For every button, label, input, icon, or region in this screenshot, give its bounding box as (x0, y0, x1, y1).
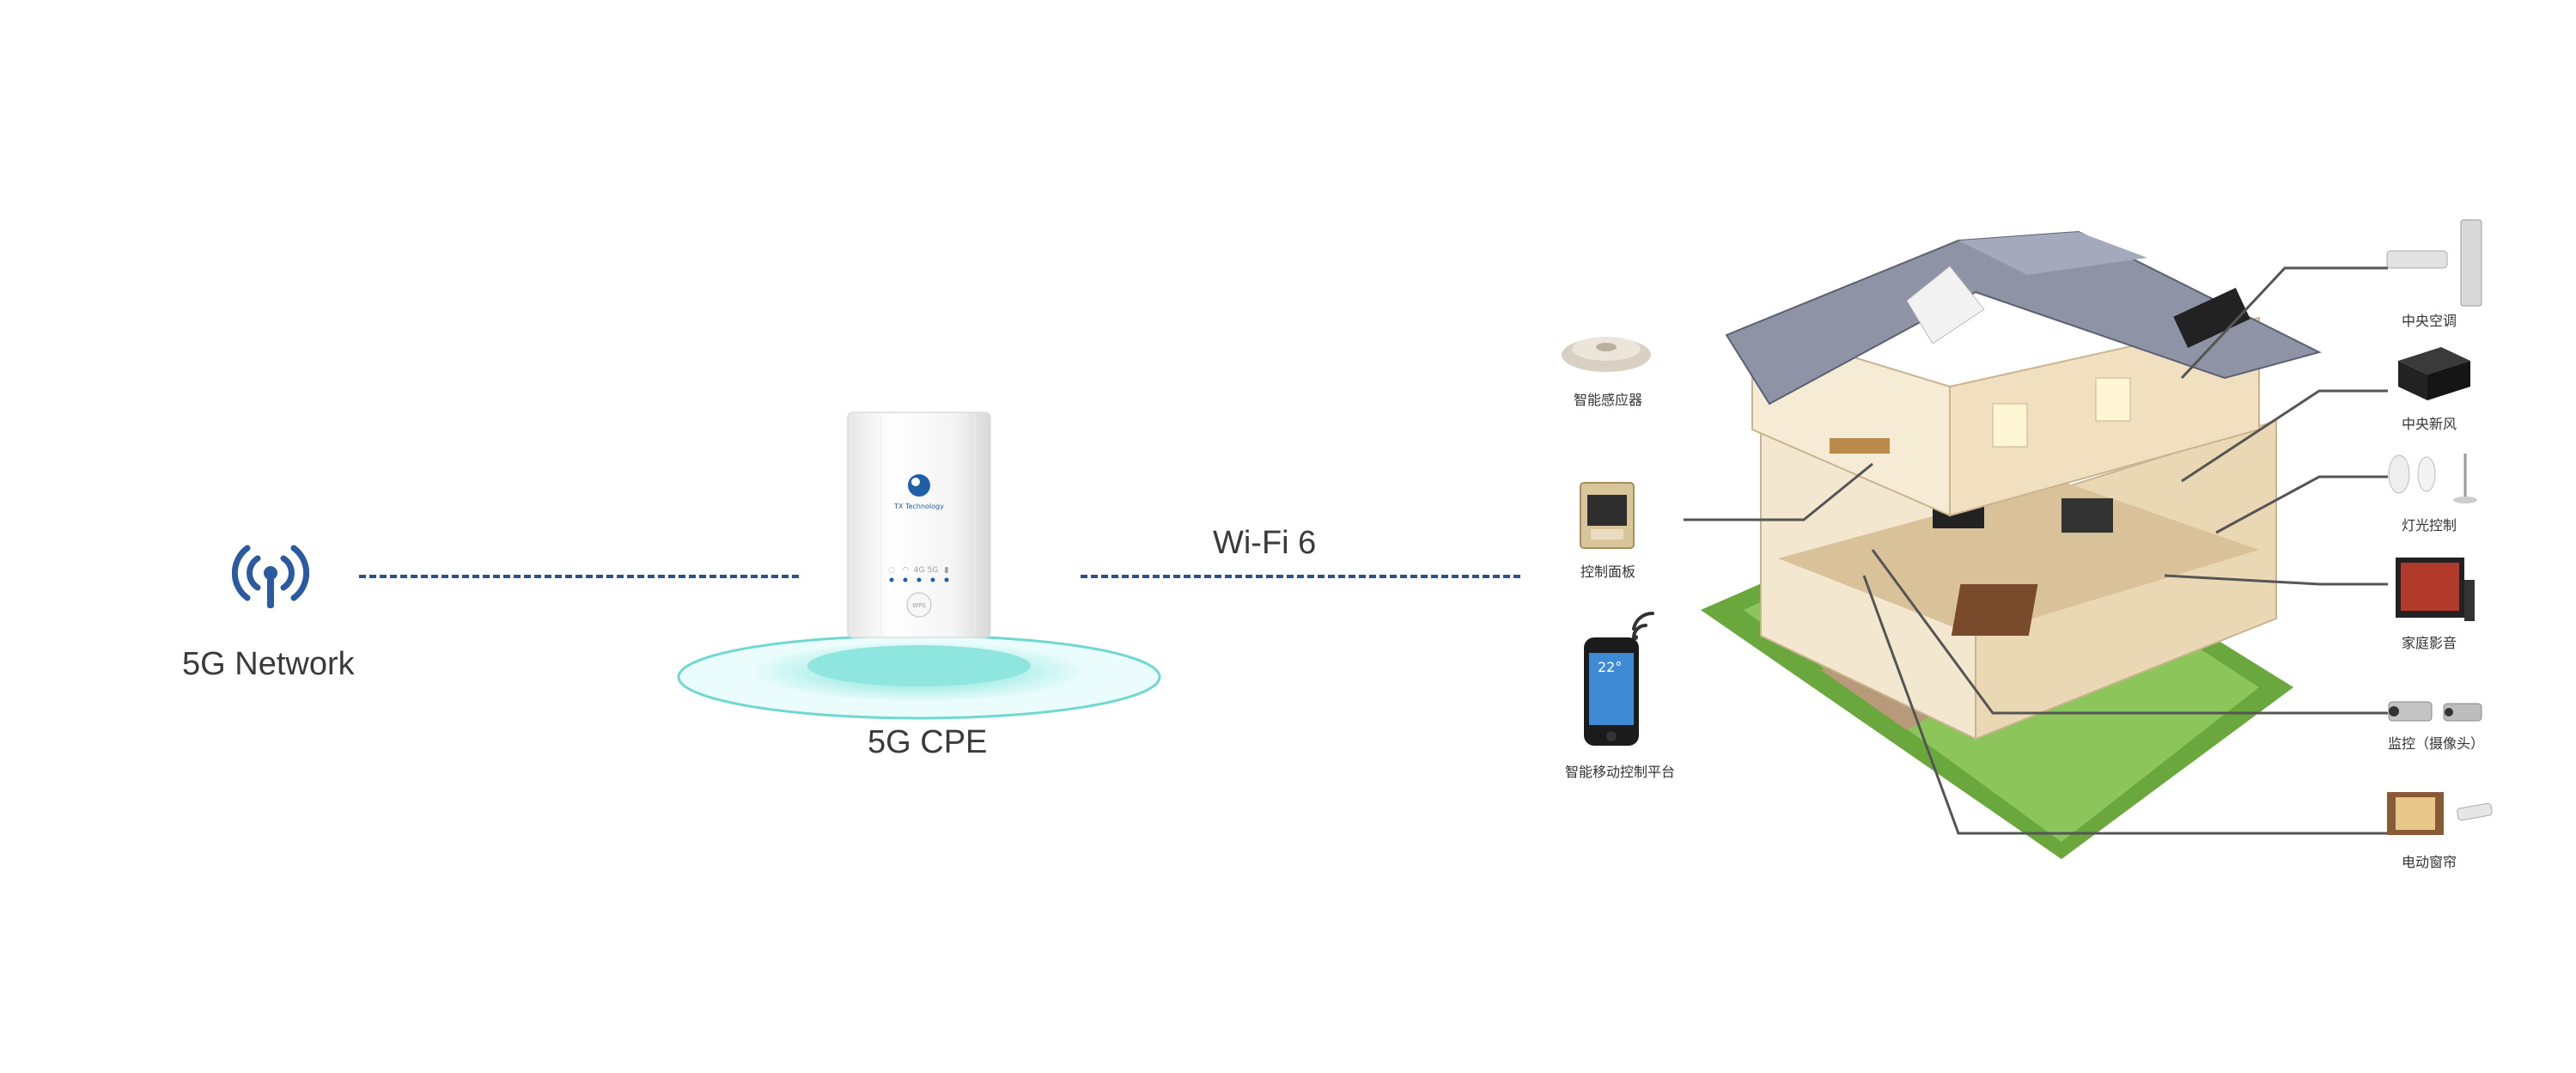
cpe-brand: TX Technology (893, 503, 944, 510)
svg-text:◠: ◠ (902, 566, 909, 575)
link-cpe-house (1081, 575, 1520, 578)
svg-text:4G: 4G (914, 566, 925, 575)
link-network-cpe (359, 575, 799, 578)
device-label-ac: 中央空调 (2402, 313, 2457, 329)
device-label-theater: 家庭影音 (2402, 635, 2457, 651)
lighting-icon (2388, 454, 2477, 503)
cpe-illustration: TX Technology ◌ ◠ 4G 5G ▮ WPS (677, 412, 1161, 720)
device-label-panel: 控制面板 (1580, 564, 1636, 580)
smart-home-illustration (1546, 206, 2491, 868)
device-label-mobile: 智能移动控制平台 (1565, 764, 1676, 780)
svg-text:▮: ▮ (945, 566, 949, 575)
curtain-icon (2387, 792, 2493, 835)
control-panel-icon (1580, 482, 1635, 549)
wifi-label: Wi-Fi 6 (1213, 525, 1317, 561)
sensor-icon (1562, 337, 1651, 372)
theater-icon (2396, 558, 2475, 621)
svg-text:5G: 5G (928, 566, 939, 575)
device-label-lighting: 灯光控制 (2402, 517, 2457, 533)
device-label-curtain: 电动窗帘 (2402, 854, 2457, 870)
network-label: 5G Network (182, 646, 355, 682)
device-label-sensor: 智能感应器 (1574, 392, 1643, 408)
ac-icon (2386, 219, 2482, 307)
house-drawing (1684, 230, 2388, 859)
svg-text:22°: 22° (1598, 659, 1622, 675)
svg-text:◌: ◌ (888, 566, 895, 575)
device-label-camera: 监控（摄像头） (2388, 735, 2485, 752)
antenna-icon (232, 545, 309, 608)
phone-icon: 22° (1584, 612, 1654, 746)
camera-icon (2388, 701, 2482, 722)
cpe-wps-button[interactable]: WPS (912, 602, 926, 609)
device-label-fresh-air: 中央新风 (2402, 416, 2457, 432)
cpe-label: 5G CPE (868, 724, 988, 760)
cpe-device: TX Technology ◌ ◠ 4G 5G ▮ WPS (670, 404, 1168, 730)
fresh-air-icon (2398, 347, 2470, 400)
